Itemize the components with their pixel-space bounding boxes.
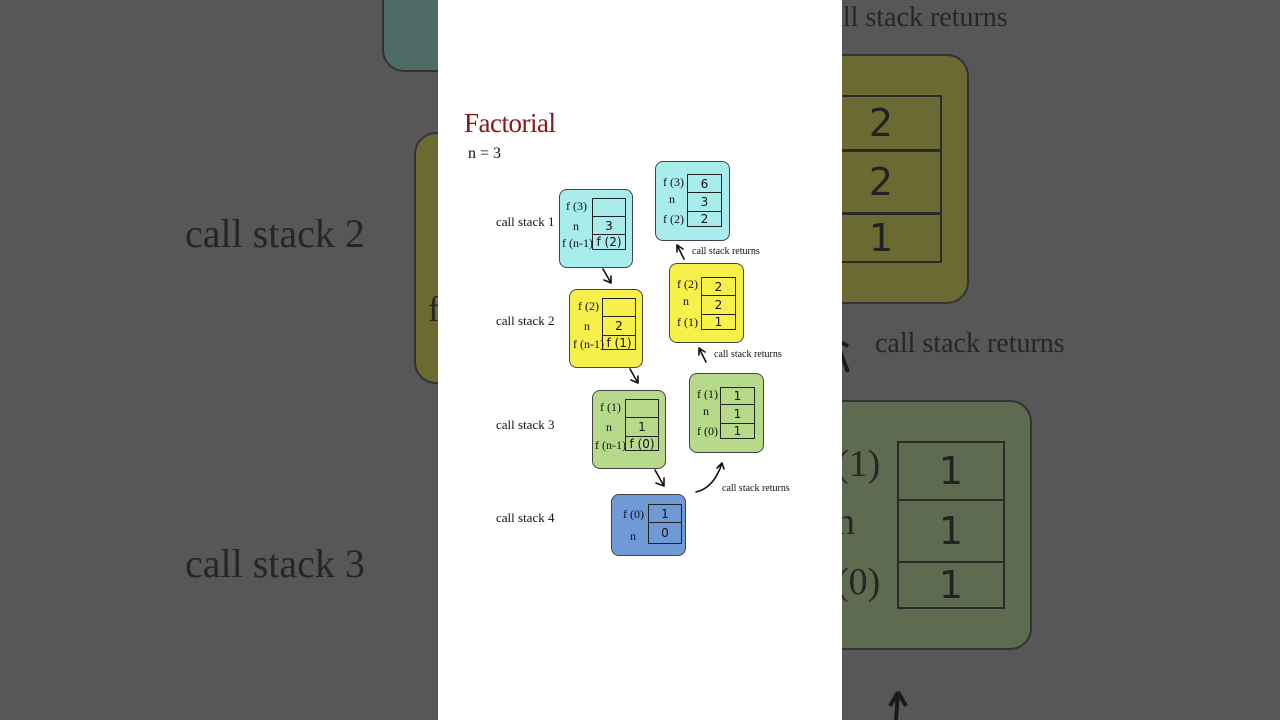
diagram-title: Factorial [464, 108, 556, 138]
frame-cell: 0 [648, 522, 682, 544]
factorial-diagram-panel: Factorial n = 3 call stack 1 call stack … [438, 0, 842, 720]
frame-call-stack-4: f (0) n 1 0 [611, 494, 686, 556]
bg-cell: 1 [820, 213, 942, 263]
call-stack-returns-label-1: call stack returns [692, 246, 760, 257]
frame-label: f (n-1) [573, 337, 604, 351]
frame-call-stack-1: f (3) n f (n-1) 3 f (2) [559, 189, 633, 268]
frame-label: f (3) [663, 175, 684, 189]
frame-label: f (1) [697, 387, 718, 401]
frame-cell: f (0) [625, 436, 659, 451]
arrow-icons [602, 244, 725, 493]
call-stack-4-label: call stack 4 [496, 510, 555, 525]
bg-fragment-f0: (0) [836, 561, 881, 603]
frame-cell: f (1) [602, 335, 636, 350]
frame-call-stack-2: f (2) n f (n-1) 2 f (1) [569, 289, 643, 368]
frame-cell: 1 [701, 314, 736, 330]
frame-label: f (2) [578, 299, 599, 313]
bg-fragment-f1: (1) [836, 443, 881, 485]
frame-label: n [683, 294, 689, 308]
bg-call-stack-3: call stack 3 [185, 541, 365, 586]
call-stack-returns-label-3: call stack returns [722, 483, 790, 494]
bg-call-stack-returns-mid: call stack returns [875, 328, 1065, 359]
bg-fragment-f: f [428, 289, 440, 329]
frame-label: n [669, 192, 675, 206]
frame-label: f (0) [697, 424, 718, 438]
frame-label: n [703, 404, 709, 418]
bg-cell: 1 [897, 561, 1005, 609]
frame-cell: 1 [720, 423, 755, 439]
call-stack-returns-label-2: call stack returns [714, 349, 782, 360]
n-value: n = 3 [468, 145, 502, 162]
frame-cell: 2 [687, 211, 722, 227]
frame-cell: f (2) [592, 234, 626, 250]
frame-label: f (n-1) [562, 236, 593, 250]
frame-label: n [606, 420, 612, 434]
call-stack-2-label: call stack 2 [496, 313, 555, 328]
frame-label: f (1) [677, 315, 698, 329]
bg-call-stack-returns-top: call stack returns [818, 2, 1008, 33]
frame-label: n [573, 219, 579, 233]
return-frame-call-stack-3: f (1) n f (0) 1 1 1 [689, 373, 764, 453]
frame-call-stack-3: f (1) n f (n-1) 1 f (0) [592, 390, 666, 469]
frame-label: f (1) [600, 400, 621, 414]
bg-call-stack-2: call stack 2 [185, 211, 365, 256]
frame-label: f (2) [677, 277, 698, 291]
return-frame-call-stack-1: f (3) n f (2) 6 3 2 [655, 161, 730, 241]
frame-label: f (3) [566, 199, 587, 213]
return-frame-call-stack-2: f (2) n f (1) 2 2 1 [669, 263, 744, 343]
frame-label: f (n-1) [595, 438, 626, 452]
call-stack-3-label: call stack 3 [496, 417, 555, 432]
frame-label: f (0) [623, 507, 644, 521]
frame-label: f (2) [663, 212, 684, 226]
frame-label: n [630, 529, 636, 543]
frame-label: n [584, 319, 590, 333]
call-stack-1-label: call stack 1 [496, 214, 555, 229]
